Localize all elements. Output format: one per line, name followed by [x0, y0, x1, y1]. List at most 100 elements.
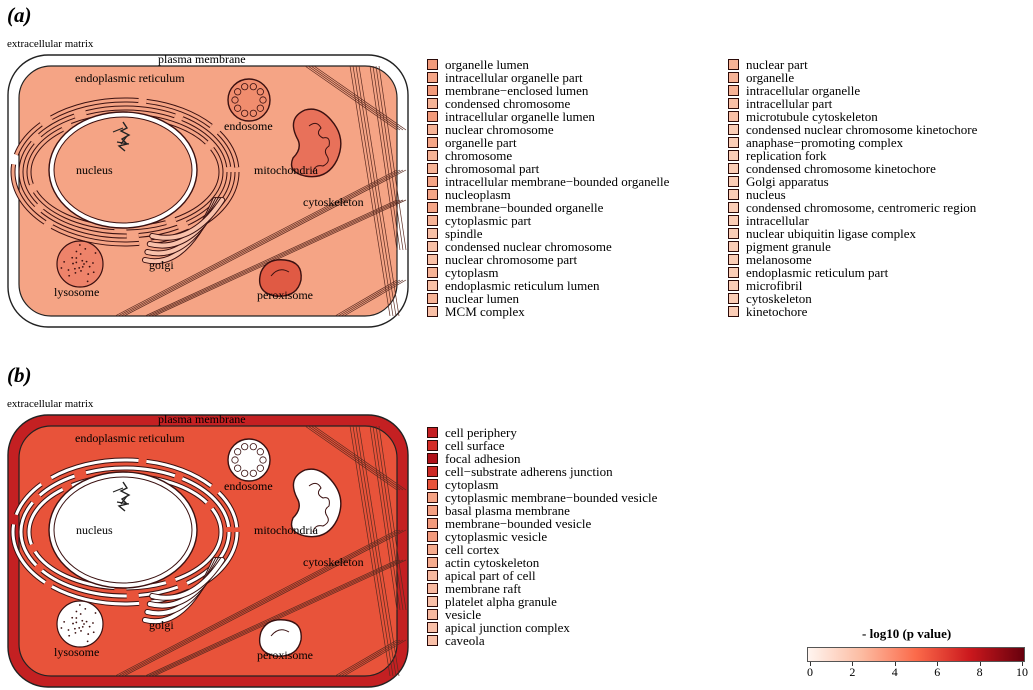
lysosome-granule	[95, 252, 97, 254]
legend-swatch	[427, 215, 438, 226]
legend-swatch	[728, 111, 739, 122]
lysosome-granule	[68, 269, 70, 271]
legend-swatch	[427, 531, 438, 542]
lysosome-granule	[84, 248, 86, 250]
legend-swatch	[728, 228, 739, 239]
lysosome-granule	[95, 612, 97, 614]
legend-swatch	[427, 241, 438, 252]
legend-swatch	[427, 544, 438, 555]
lysosome-granule	[74, 268, 76, 270]
nucleus-label: nucleus	[76, 523, 113, 537]
lysosome-granule	[76, 251, 78, 253]
nucleus-label: nucleus	[76, 163, 113, 177]
panel-b-label: (b)	[7, 363, 32, 388]
lysosome-granule	[78, 267, 80, 269]
colorbar-tick-label: 6	[927, 665, 947, 680]
legend-swatch	[427, 570, 438, 581]
lysosome-granule	[86, 621, 88, 623]
lysosome-label: lysosome	[54, 645, 99, 659]
panel-b-extracellular-matrix-label: extracellular matrix	[7, 398, 93, 410]
legend-swatch	[427, 98, 438, 109]
legend-swatch	[427, 176, 438, 187]
colorbar	[807, 647, 1025, 662]
lysosome-granule	[75, 617, 77, 619]
legend-swatch	[728, 137, 739, 148]
peroxisome-label: peroxisome	[257, 288, 313, 302]
lysosome-granule	[89, 266, 91, 268]
lysosome-granule	[63, 621, 65, 623]
lysosome	[57, 241, 103, 287]
legend-a2-item: kinetochore	[728, 305, 977, 318]
lysosome-granule	[75, 622, 77, 624]
legend-a-column-1: organelle lumenintracellular organelle p…	[427, 58, 669, 318]
lysosome-granule	[72, 263, 74, 265]
er-label: endoplasmic reticulum	[75, 71, 185, 85]
legend-swatch	[427, 609, 438, 620]
legend-swatch	[427, 635, 438, 646]
legend-swatch	[427, 150, 438, 161]
mitochondria-label: mitochondria	[254, 523, 319, 537]
legend-swatch	[427, 85, 438, 96]
legend-swatch	[427, 202, 438, 213]
lysosome-granule	[84, 608, 86, 610]
lysosome-granule	[75, 272, 77, 274]
legend-swatch	[728, 267, 739, 278]
endosome	[228, 439, 270, 481]
legend-swatch	[427, 59, 438, 70]
colorbar-tick-label: 8	[970, 665, 990, 680]
legend-swatch	[728, 215, 739, 226]
legend-swatch	[427, 267, 438, 278]
golgi-label: golgi	[149, 618, 174, 632]
legend-swatch	[427, 137, 438, 148]
lysosome-granule	[80, 253, 82, 255]
lysosome-granule	[93, 271, 95, 273]
legend-swatch	[728, 59, 739, 70]
mitochondria-label: mitochondria	[254, 163, 319, 177]
lysosome-granule	[89, 626, 91, 628]
legend-b-item: caveola	[427, 634, 657, 647]
legend-swatch	[427, 479, 438, 490]
lysosome-granule	[92, 622, 94, 624]
colorbar-tick-label: 2	[842, 665, 862, 680]
legend-swatch	[427, 72, 438, 83]
lysosome-granule	[68, 635, 70, 637]
lysosome-granule	[61, 627, 63, 629]
cytoskeleton-label: cytoskeleton	[303, 195, 364, 209]
peroxisome-label: peroxisome	[257, 648, 313, 662]
lysosome-granule	[72, 623, 74, 625]
lysosome-granule	[74, 628, 76, 630]
legend-label: MCM complex	[445, 305, 525, 318]
legend-label: caveola	[445, 634, 485, 647]
legend-swatch	[427, 557, 438, 568]
lysosome-granule	[81, 620, 83, 622]
lysosome-granule	[92, 262, 94, 264]
lysosome-granule	[87, 273, 89, 275]
lysosome-granule	[71, 257, 73, 259]
lysosome-granule	[71, 617, 73, 619]
legend-swatch	[427, 111, 438, 122]
legend-swatch	[427, 427, 438, 438]
legend-swatch	[427, 189, 438, 200]
legend-swatch	[427, 492, 438, 503]
colorbar-title: - log10 (p value)	[862, 626, 951, 642]
plasma-membrane-label: plasma membrane	[158, 412, 246, 426]
lysosome-granule	[75, 262, 77, 264]
legend-swatch	[728, 98, 739, 109]
lysosome-granule	[79, 244, 81, 246]
legend-swatch	[427, 596, 438, 607]
legend-swatch	[728, 254, 739, 265]
legend-a1-item: MCM complex	[427, 305, 669, 318]
panel-a-extracellular-matrix-label: extracellular matrix	[7, 38, 93, 50]
lysosome-granule	[68, 629, 70, 631]
legend-swatch	[728, 280, 739, 291]
legend-swatch	[728, 202, 739, 213]
legend-swatch	[728, 189, 739, 200]
lysosome-granule	[93, 631, 95, 633]
legend-swatch	[427, 466, 438, 477]
legend-swatch	[728, 241, 739, 252]
panel-a-label: (a)	[7, 3, 32, 28]
lysosome-granule	[81, 260, 83, 262]
